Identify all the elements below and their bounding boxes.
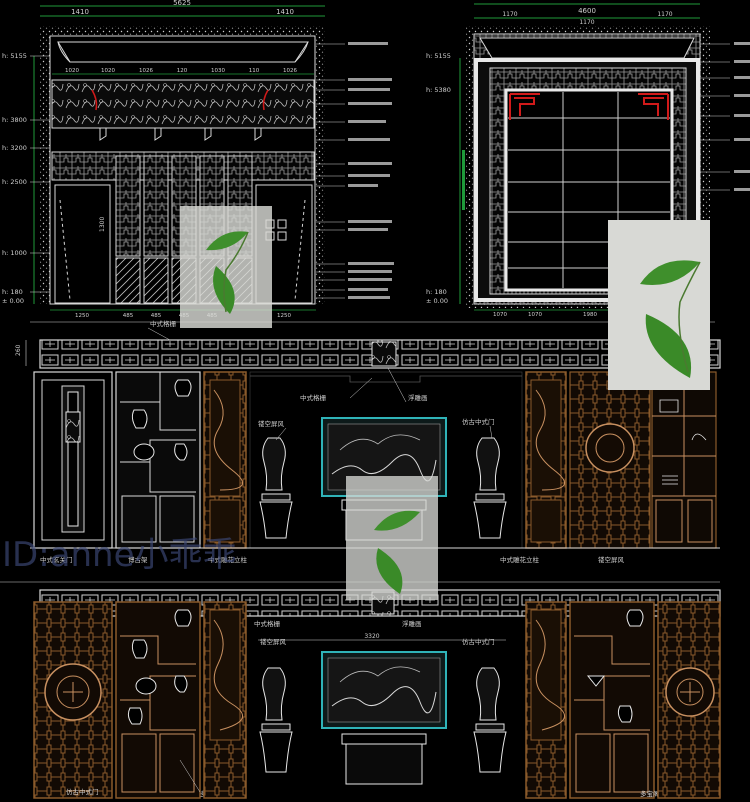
elevation-bottom: 仿古中式门 多宝阁 中式格栅 镂空屏风 浮雕画 仿古中式门 3320: [0, 581, 721, 799]
dim-r-1: 1170: [502, 11, 517, 18]
dim-b-0: 1250: [75, 313, 89, 319]
dim-r-2: 1170: [579, 19, 594, 26]
elevation-top-left: 5625 1410 1410 1020 1020 1026 120 1030 1…: [2, 0, 394, 319]
dim-rb-0: 1070: [493, 312, 507, 318]
label-relief-painting: 浮雕画: [408, 393, 428, 402]
plant-photo-1: [180, 206, 272, 328]
dim-left-bay: 1410: [71, 8, 89, 16]
dim-rb-2: 1980: [583, 312, 597, 318]
dim-b-2: 485: [151, 313, 162, 319]
dim-r2-2: 1026: [139, 68, 153, 74]
label-ancient-door: 仿古中式门: [462, 417, 495, 426]
dim-r2-6: 1026: [283, 68, 297, 74]
dim-r2-3: 120: [177, 68, 188, 74]
dim-rb-1: 1070: [528, 312, 542, 318]
label-ancient-door-bottom: 仿古中式门: [66, 787, 99, 796]
level-3200: h: 3200: [2, 144, 27, 152]
level-3800: h: 3800: [2, 116, 27, 124]
label-lattice-cornice-2: 中式格栅: [300, 393, 327, 402]
label-duobao-right: 多宝阁: [640, 789, 660, 798]
level-r-180: h: 180: [426, 288, 447, 296]
level-5155: h: 5155: [2, 52, 27, 60]
label-screen: 镂空屏风: [258, 419, 285, 428]
label-display-shelf: 博古架: [128, 555, 148, 564]
level-2500: h: 2500: [2, 178, 27, 186]
dim-r2-4: 1030: [211, 68, 225, 74]
label-screen-bottom: 镂空屏风: [260, 637, 287, 646]
dim-total-width-r: 4600: [578, 7, 596, 15]
dim-b-1: 485: [123, 313, 134, 319]
level-r-5380: h: 5380: [426, 86, 451, 94]
label-screen-right: 镂空屏风: [598, 555, 625, 564]
label-ancient-door-bottom-r: 仿古中式门: [462, 637, 495, 646]
dim-r2-1: 1020: [101, 68, 115, 74]
watermark-text: ID:anne小乖乖: [2, 535, 237, 575]
label-lattice-cornice-bottom: 中式格栅: [254, 619, 281, 628]
plant-photo-2: [608, 220, 710, 390]
dim-r-3: 1170: [657, 11, 672, 18]
center-note: 1300: [99, 217, 106, 232]
vase-left-mid: [259, 437, 293, 539]
level-r-5155: h: 5155: [426, 52, 451, 60]
elevation-top-right: 4600 1170 1170 1170 h: 5155 h: 5380 h: 1…: [426, 3, 750, 318]
dim-r2-5: 110: [249, 68, 260, 74]
carved-frieze: [51, 79, 315, 129]
label-carved-column-left: 中式雕花立柱: [208, 555, 248, 564]
dim-mid-left: 260: [15, 344, 22, 356]
label-chinese-entry-door: 中式玄关门: [40, 555, 73, 564]
label-relief-bottom: 浮雕画: [402, 619, 422, 628]
label-lattice-cornice: 中式格栅: [150, 319, 177, 328]
dim-total-width: 5625: [173, 0, 191, 7]
plant-photo-3: [346, 476, 438, 600]
level-180: h: 180: [2, 288, 23, 296]
level-000: ± 0.00: [2, 297, 24, 305]
dim-mid-top: 3320: [364, 633, 379, 640]
display-shelf-left: [115, 371, 201, 549]
level-1000: h: 1000: [2, 249, 27, 257]
left-opening: [54, 184, 111, 304]
dim-right-bay: 1410: [276, 8, 294, 16]
level-r-000: ± 0.00: [426, 297, 448, 305]
label-carved-column-right: 中式雕花立柱: [500, 555, 540, 564]
dim-r2-0: 1020: [65, 68, 79, 74]
vase-right-mid: [473, 437, 507, 539]
dim-b-5: 1250: [277, 313, 291, 319]
